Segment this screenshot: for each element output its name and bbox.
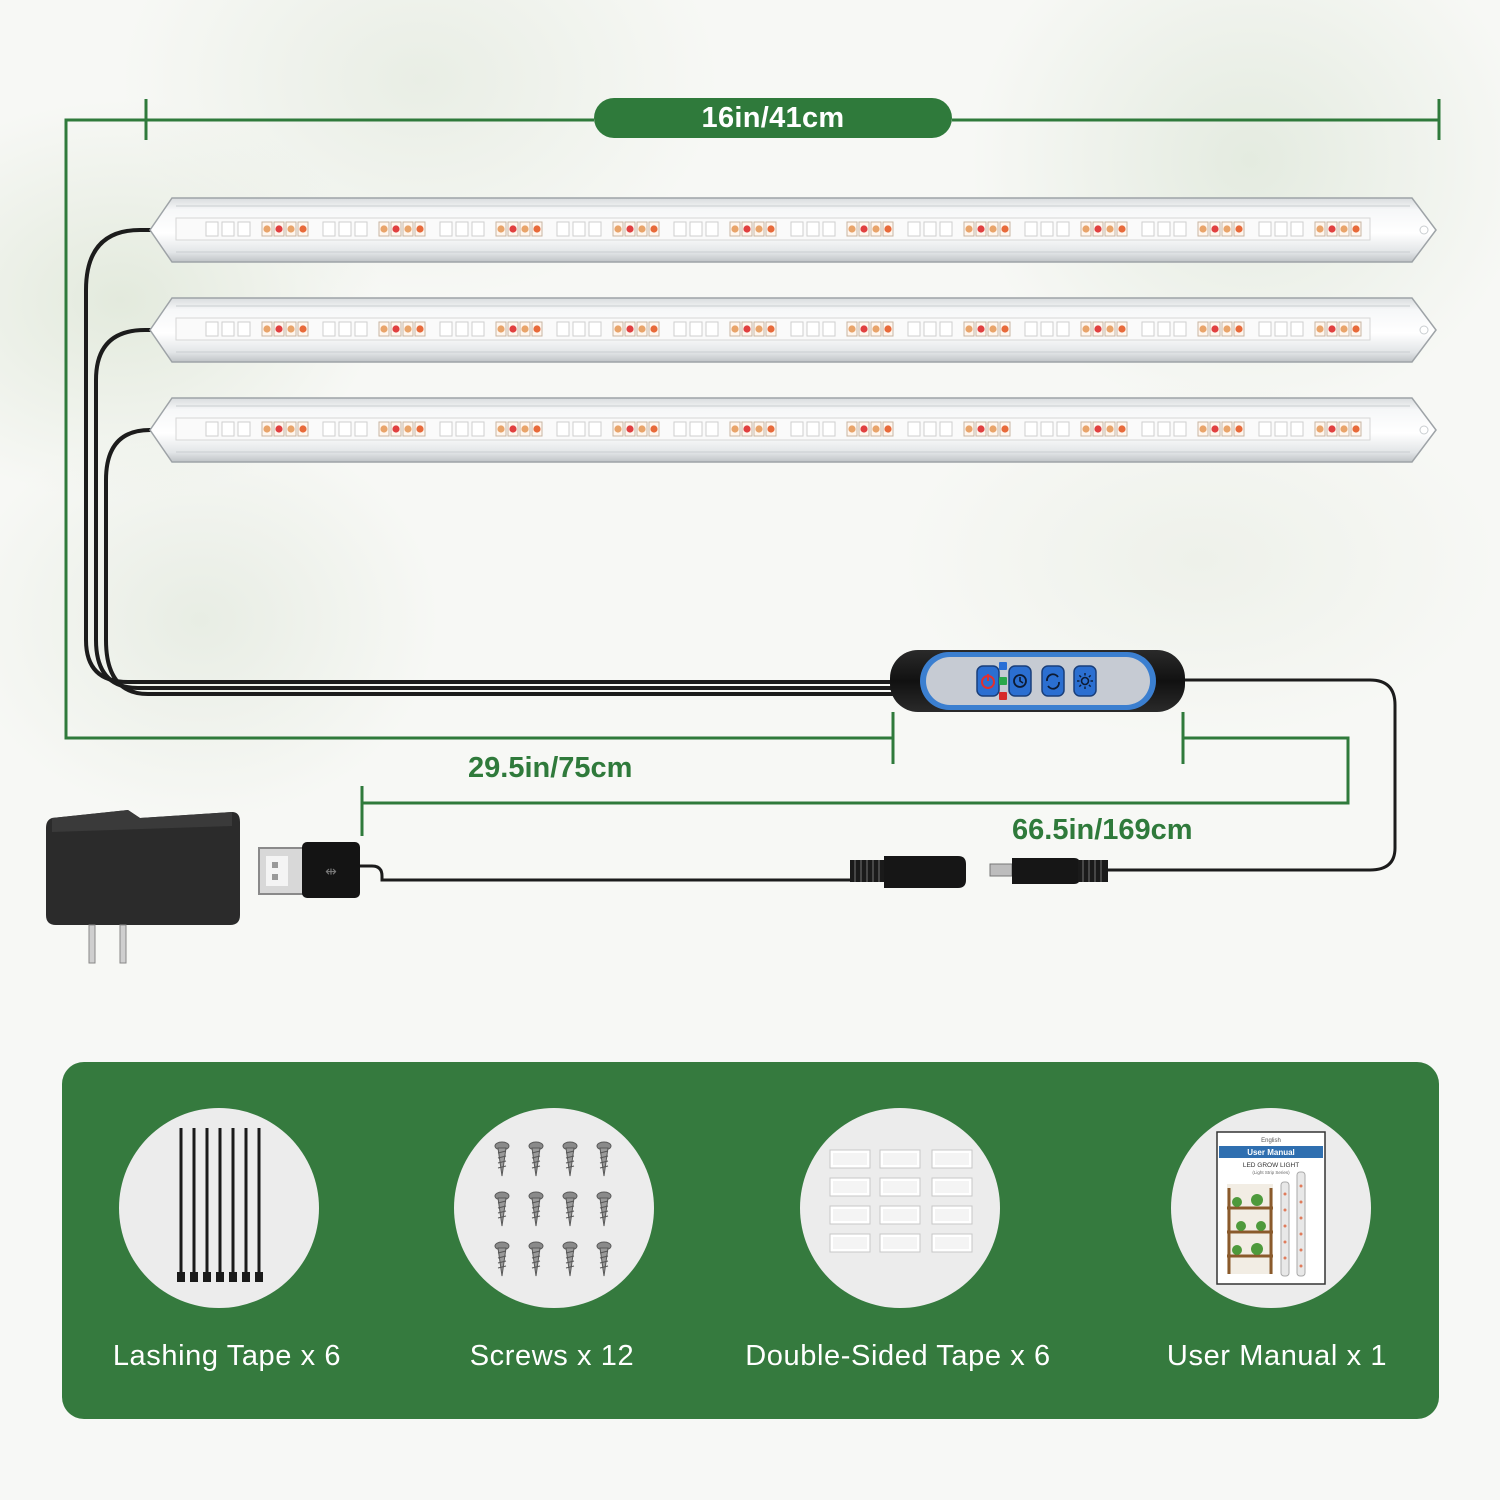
controller-output-cable [1106,678,1397,872]
accessories-panel: Lashing Tape x 6 Screws x 12 Double-Side… [62,1062,1439,1419]
screw [562,1241,578,1277]
screw [528,1241,544,1277]
product-diagram: ⇹ [46,99,1441,964]
indicator-green [999,677,1007,685]
power-icon[interactable] [976,665,1000,697]
led-light-bar [149,297,1437,363]
screw [596,1241,612,1277]
usb-plug-icon: ⇹ [258,842,360,898]
screw [528,1191,544,1227]
tape-strip [829,1177,871,1197]
screw [562,1141,578,1177]
accessory-label: User Manual x 1 [1166,1340,1388,1372]
accessory-double-sided-tape: Double-Sided Tape x 6 [743,1062,1087,1419]
timer-icon[interactable] [1008,665,1032,697]
double-sided-tape-icon [800,1108,1000,1308]
screw [596,1191,612,1227]
led-chips [205,321,1362,337]
shelf-illustration [1227,1184,1273,1274]
screw [528,1141,544,1177]
usb-cable [358,864,850,882]
dc-female-connector [850,856,966,888]
led-chips [205,221,1362,237]
tape-strip [829,1233,871,1253]
plug-cable-length-label: 66.5in/169cm [1012,814,1193,846]
mode-cycle-icon[interactable] [1041,665,1065,697]
dimension-lines [64,99,1441,836]
accessory-screws: Screws x 12 [397,1062,741,1419]
dc-male-connector [989,858,1108,884]
manual-product: LED GROW LIGHT [1243,1162,1299,1169]
blurred-plant-background [0,0,1500,1040]
manual-title: User Manual [1247,1148,1295,1157]
screw [562,1191,578,1227]
tape-strip [879,1177,921,1197]
manual-language: English [1261,1138,1281,1144]
user-manual-icon: English User Manual LED GROW LIGHT (Ligh… [1171,1108,1371,1308]
accessory-label: Screws x 12 [469,1340,635,1372]
screw [494,1191,510,1227]
led-light-bar [149,197,1437,263]
screw [494,1141,510,1177]
controller-inline-switch [890,650,1185,712]
led-light-bar [149,397,1437,463]
screw [596,1141,612,1177]
led-chips [205,421,1362,437]
accessory-lashing-tape: Lashing Tape x 6 [62,1062,406,1419]
manual-series: (Light Strip Series) [1252,1170,1290,1175]
screws-icon [454,1108,654,1308]
tape-strip [829,1149,871,1169]
tape-strip [829,1205,871,1225]
tape-strip [879,1233,921,1253]
tape-strip [879,1205,921,1225]
tape-strip [879,1149,921,1169]
accessory-label: Double-Sided Tape x 6 [745,1340,1051,1372]
screw [494,1241,510,1277]
brightness-icon[interactable] [1073,665,1097,697]
tape-strip [931,1233,973,1253]
indicator-blue [999,662,1007,670]
bar-length-label: 16in/41cm [594,98,952,138]
controller-cable-length-label: 29.5in/75cm [468,752,633,784]
tape-strip [931,1205,973,1225]
cable-ties-icon [119,1108,319,1308]
indicator-red [999,692,1007,700]
accessory-user-manual: English User Manual LED GROW LIGHT (Ligh… [1114,1062,1458,1419]
tape-strip [931,1177,973,1197]
power-adapter-icon [46,810,240,964]
bar-cables [84,228,895,696]
accessory-label: Lashing Tape x 6 [112,1340,342,1372]
tape-strip [931,1149,973,1169]
svg-text:⇹: ⇹ [325,864,337,880]
